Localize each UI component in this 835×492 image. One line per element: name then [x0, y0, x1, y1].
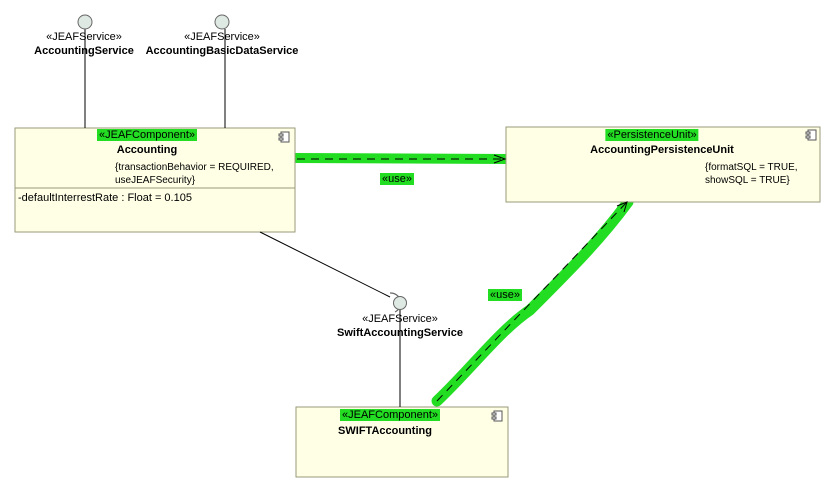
- accounting-tag-line1: {transactionBehavior = REQUIRED,: [115, 162, 274, 173]
- accounting-to-swift-service-connector: [259, 231, 391, 298]
- use-label-diag: «use»: [488, 289, 522, 302]
- basic-data-service-name[interactable]: AccountingBasicDataService: [145, 45, 299, 57]
- basic-data-service-stereotype: «JEAFService»: [184, 31, 260, 43]
- swift-service-stereotype: «JEAFService»: [362, 313, 438, 325]
- swift-stereotype-text: «JEAFComponent»: [340, 409, 440, 421]
- highlight-use-diag: [431, 196, 634, 407]
- lollipop-interface-icon[interactable]: [214, 14, 230, 30]
- use-label-top: «use»: [380, 173, 414, 186]
- accounting-service-stereotype: «JEAFService»: [46, 31, 122, 43]
- persistence-tag-line1: {formatSQL = TRUE,: [705, 162, 798, 173]
- component-icon: [491, 410, 503, 422]
- accounting-service-name[interactable]: AccountingService: [34, 45, 134, 57]
- use-label-top-text: «use»: [380, 173, 414, 185]
- swift-name[interactable]: SWIFTAccounting: [338, 425, 432, 437]
- accounting-component-box[interactable]: [14, 127, 296, 233]
- accounting-stereotype-text: «JEAFComponent»: [97, 129, 197, 141]
- arrowhead: [493, 154, 507, 164]
- component-icon: [278, 131, 290, 143]
- accounting-attribute[interactable]: -defaultInterrestRate : Float = 0.105: [18, 192, 192, 204]
- swift-stereotype: «JEAFComponent»: [340, 409, 440, 422]
- persistence-stereotype: «PersistenceUnit»: [605, 129, 699, 142]
- accounting-name[interactable]: Accounting: [116, 144, 178, 156]
- arrowhead: [616, 201, 628, 213]
- persistence-tag-line2: showSQL = TRUE}: [705, 175, 790, 186]
- persistence-name[interactable]: AccountingPersistenceUnit: [590, 144, 734, 156]
- use-dependency-diag-line[interactable]: [436, 201, 628, 402]
- lollipop-interface-icon[interactable]: [393, 296, 407, 310]
- component-icon: [805, 129, 817, 141]
- persistence-stereotype-text: «PersistenceUnit»: [605, 129, 699, 141]
- swift-service-name[interactable]: SwiftAccountingService: [337, 327, 463, 339]
- accounting-tag-line2: useJEAFSecurity}: [115, 175, 196, 186]
- lollipop-interface-icon[interactable]: [77, 14, 93, 30]
- accounting-stereotype: «JEAFComponent»: [97, 129, 197, 142]
- use-label-diag-text: «use»: [488, 289, 522, 301]
